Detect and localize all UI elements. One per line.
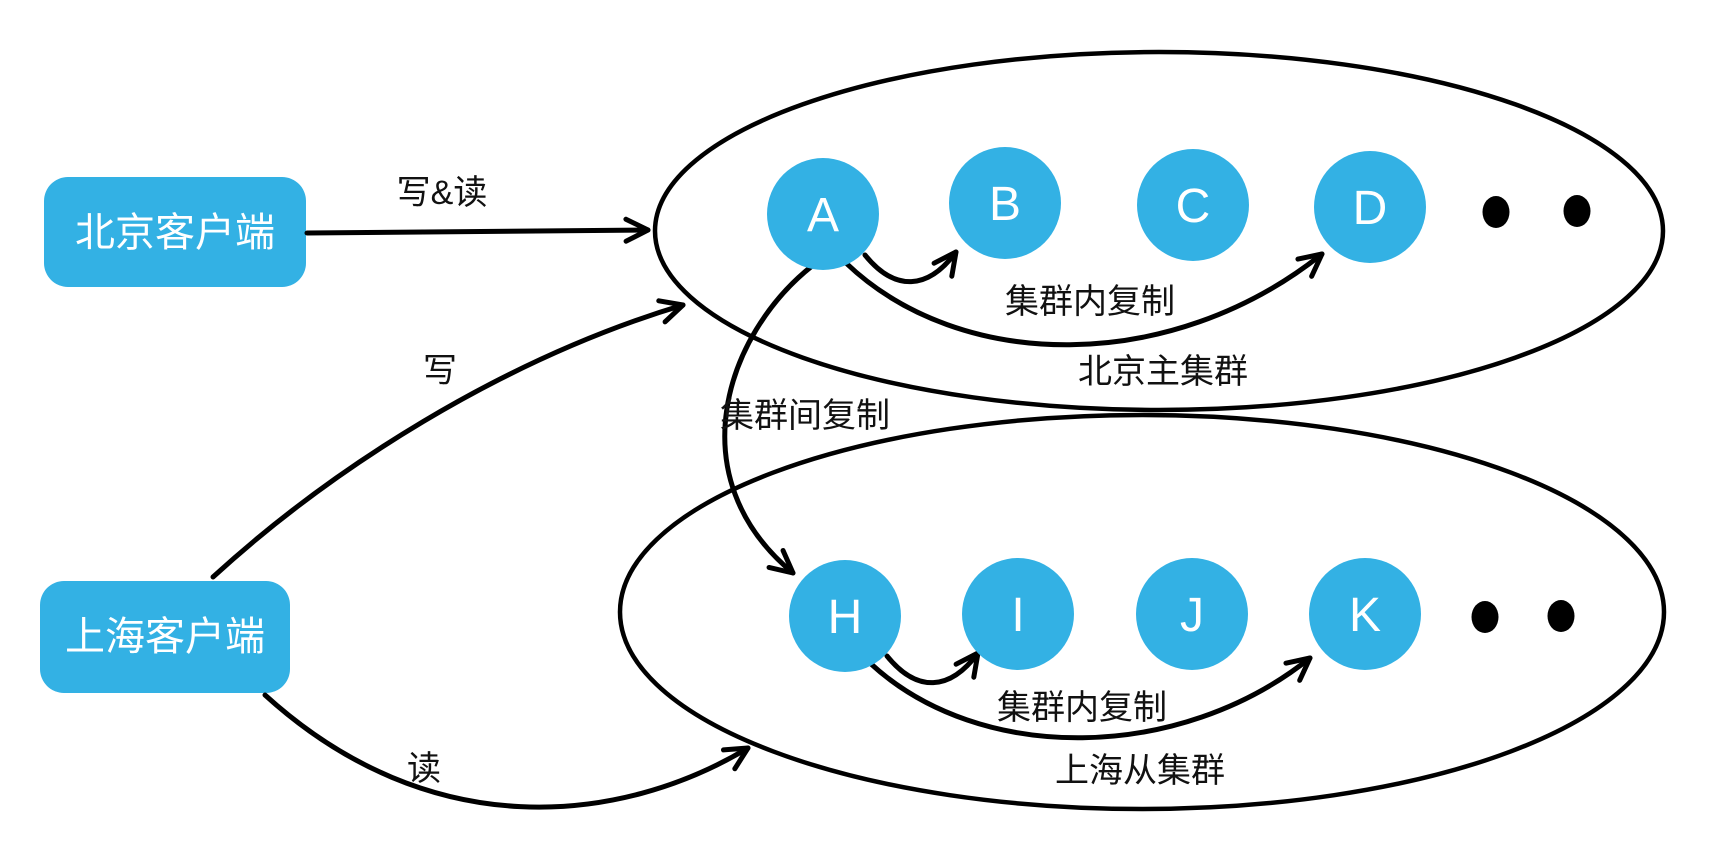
arrow-intra-replication-h-k (867, 655, 1313, 741)
cluster-ellipse-shanghai-slave (617, 412, 1667, 812)
node-K (1309, 558, 1421, 670)
node-A (767, 158, 879, 270)
client-box-shanghai (40, 581, 290, 693)
node-label-A: A (807, 189, 839, 242)
node-D (1314, 151, 1426, 263)
node-label-D: D (1353, 182, 1388, 235)
client-label-beijing: 北京客户端 (75, 211, 275, 255)
ellipsis-dot (1563, 195, 1591, 227)
label-write: 写 (423, 352, 457, 390)
ellipsis-dot (1482, 196, 1510, 228)
node-J (1136, 558, 1248, 670)
ellipsis-dot (1471, 601, 1499, 633)
label-inter-cluster-replication: 集群间复制 (720, 397, 890, 435)
node-label-I: I (1011, 589, 1024, 642)
label-write-read: 写&读 (397, 174, 488, 212)
cluster-label-shanghai-slave: 上海从集群 (1055, 752, 1225, 790)
label-intra-replication-shanghai: 集群内复制 (997, 689, 1167, 727)
node-H (789, 560, 901, 672)
node-label-H: H (828, 591, 863, 644)
node-I (962, 558, 1074, 670)
arrow-intra-replication-h-i (884, 650, 981, 686)
label-read: 读 (407, 750, 441, 788)
arrow-write (210, 298, 686, 580)
node-B (949, 147, 1061, 259)
cluster-label-beijing-master: 北京主集群 (1078, 353, 1248, 391)
node-C (1137, 149, 1249, 261)
client-label-shanghai: 上海客户端 (65, 615, 265, 659)
client-box-beijing (44, 177, 306, 287)
cluster-ellipse-beijing-master (652, 49, 1666, 413)
node-label-B: B (989, 178, 1021, 231)
arrow-read (262, 692, 751, 810)
arrow-intra-replication-a-d (843, 251, 1325, 348)
label-intra-replication-beijing: 集群内复制 (1005, 283, 1175, 321)
arrow-intra-replication-a-b (862, 249, 959, 285)
arrow-inter-cluster-replication (722, 263, 815, 576)
ellipsis-dot (1547, 600, 1575, 632)
node-label-K: K (1349, 589, 1381, 642)
node-label-C: C (1176, 180, 1211, 233)
arrow-write-read (304, 216, 651, 244)
node-label-J: J (1180, 589, 1204, 642)
